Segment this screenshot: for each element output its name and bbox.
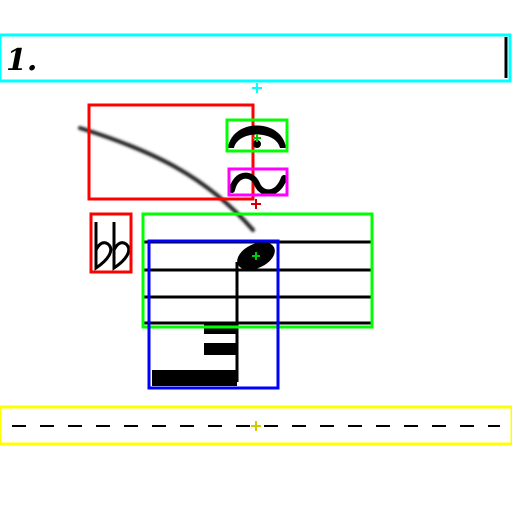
double-flat-box [89,212,133,274]
turn-ornament-shape [229,172,287,196]
flag-2 [204,343,237,355]
slur-curve [78,126,255,232]
section-label: 1. [6,43,37,78]
note-group [152,242,275,386]
staff-region-box [141,212,374,329]
flat-sign-left [94,222,113,271]
turn-ornament-box [227,167,289,197]
fermata-box [225,118,289,153]
flag-3-beam [152,370,237,386]
notehead-center-mark [252,252,260,260]
ottava-group [0,405,512,446]
turn-ornament-group [227,167,289,197]
ottava-box [0,405,512,446]
note-region-box [147,239,280,390]
ottava-center-mark [251,421,261,431]
slur-center-mark [251,199,261,209]
fermata-arc [228,125,286,148]
fermata-group [225,118,289,153]
flat-sign-right [112,222,131,271]
section-marker-center-mark [252,83,262,93]
section-marker-group: 1. [0,33,512,93]
fermata-center-mark [253,134,261,142]
double-flat-group [89,212,133,274]
section-marker-box [0,33,512,83]
fermata-dot [253,140,261,148]
